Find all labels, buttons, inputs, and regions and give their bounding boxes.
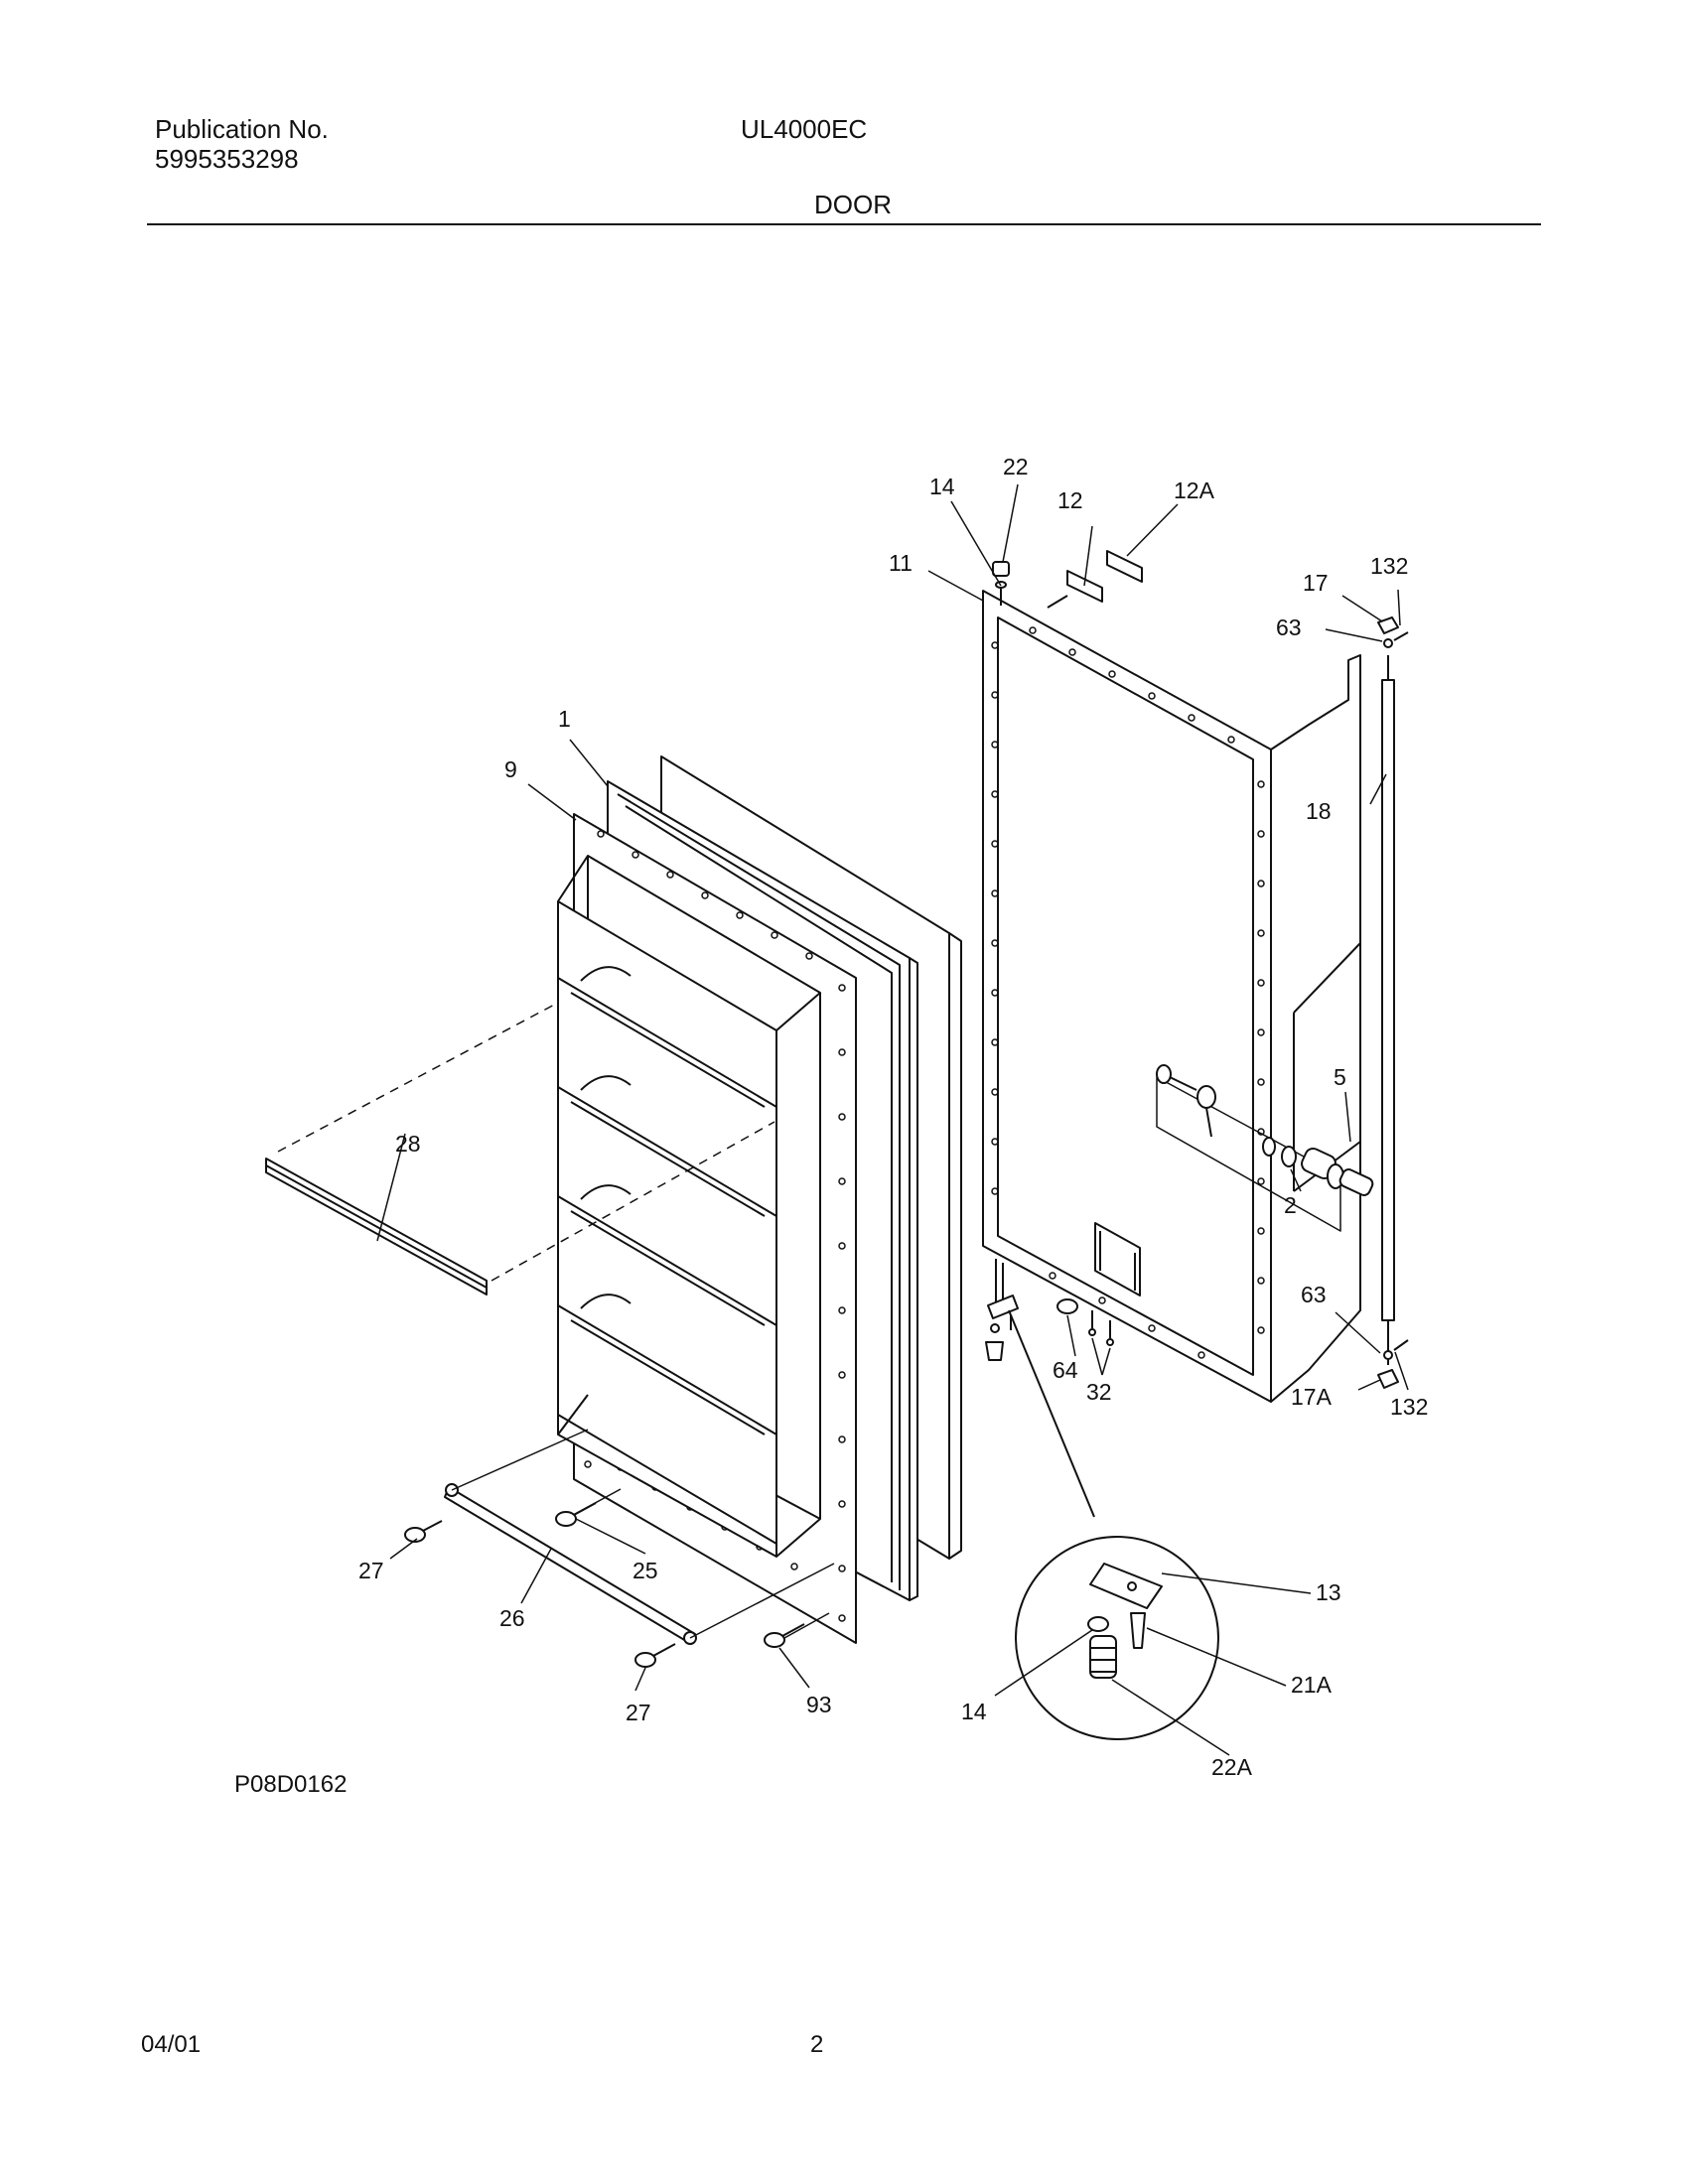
callout-93: 93 xyxy=(806,1692,832,1717)
hinge-rod xyxy=(1377,616,1409,1389)
callout-22a: 22A xyxy=(1211,1754,1253,1780)
shelf-dividers xyxy=(557,966,777,1545)
footer-date: 04/01 xyxy=(141,2031,202,2058)
callout-132-top: 132 xyxy=(1370,553,1408,579)
page-number: 2 xyxy=(810,2031,824,2058)
shelf-bar-guide-lines xyxy=(277,1002,775,1282)
callout-27-top: 27 xyxy=(358,1558,384,1583)
callout-28: 28 xyxy=(395,1131,421,1157)
callout-14-top: 14 xyxy=(929,474,955,499)
callout-132-bottom: 132 xyxy=(1390,1394,1428,1420)
bottom-hinge-bracket xyxy=(985,1259,1114,1361)
door-shelf-housing xyxy=(557,855,821,1558)
model-number: UL4000EC xyxy=(741,114,868,144)
callout-11: 11 xyxy=(889,550,913,576)
callout-18: 18 xyxy=(1306,798,1332,824)
callout-21a: 21A xyxy=(1291,1672,1333,1698)
callout-12: 12 xyxy=(1057,487,1083,513)
publication-label: Publication No. xyxy=(155,114,329,144)
publication-number: 5995353298 xyxy=(155,144,299,174)
callout-1: 1 xyxy=(558,706,571,732)
callout-9: 9 xyxy=(504,756,517,782)
callout-22: 22 xyxy=(1003,454,1029,479)
section-title: DOOR xyxy=(814,190,892,219)
callout-12a: 12A xyxy=(1174,478,1215,503)
drawing-code: P08D0162 xyxy=(234,1771,348,1798)
top-plug-fastener xyxy=(992,561,1010,606)
callout-63-bottom: 63 xyxy=(1301,1282,1327,1307)
callout-63-top: 63 xyxy=(1276,614,1302,640)
handle-screws xyxy=(404,1502,805,1668)
callout-17a: 17A xyxy=(1291,1384,1333,1410)
callout-32: 32 xyxy=(1086,1379,1112,1405)
callout-26: 26 xyxy=(499,1605,525,1631)
door-handle xyxy=(444,1483,697,1645)
callout-17: 17 xyxy=(1303,570,1329,596)
callout-27-bottom: 27 xyxy=(626,1700,651,1725)
callout-13: 13 xyxy=(1316,1579,1341,1605)
leader-lines xyxy=(376,483,1409,1756)
hinge-detail-view xyxy=(1008,1309,1219,1740)
callout-14-bottom: 14 xyxy=(961,1699,987,1724)
door-outer-shell xyxy=(982,590,1361,1403)
header-rule xyxy=(147,223,1541,225)
callout-64: 64 xyxy=(1053,1357,1078,1383)
callout-labels: 1 9 28 27 25 26 93 27 14 22 12 12A 11 17… xyxy=(358,454,1428,1780)
callout-25: 25 xyxy=(633,1558,658,1583)
warning-labels xyxy=(1047,550,1143,609)
lock-assembly xyxy=(1156,1064,1374,1232)
callout-2: 2 xyxy=(1284,1192,1297,1218)
shell-screw-holes xyxy=(991,626,1265,1359)
door-shelf-bar xyxy=(265,1158,488,1296)
callout-5: 5 xyxy=(1334,1064,1346,1090)
